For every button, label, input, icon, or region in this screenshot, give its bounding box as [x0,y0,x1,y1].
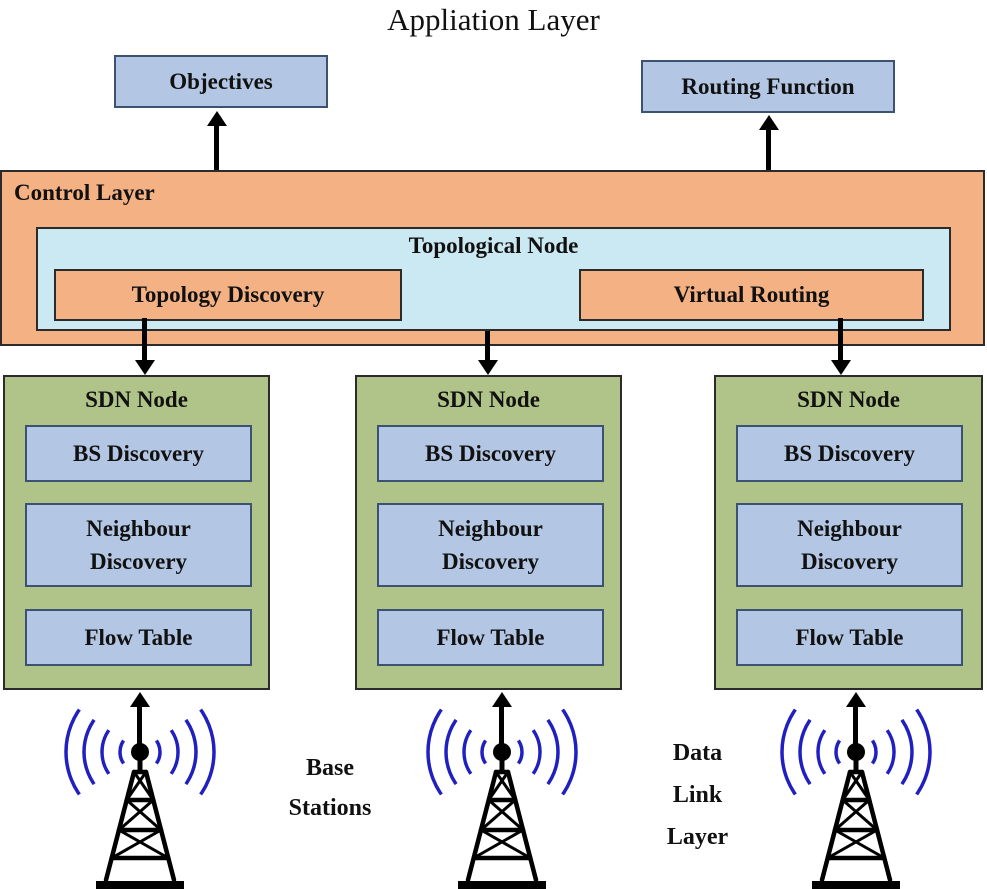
topology-discovery-label: Topology Discovery [131,282,325,307]
sdn-node-2-bs-discovery: BS Discovery [377,425,604,482]
control-layer-label: Control Layer [14,180,155,205]
neighbour-discovery-line1: Neighbour [438,515,543,541]
base-station-antenna-icon [776,700,936,889]
topological-node-label: Topological Node [408,233,579,258]
flow-table-label: Flow Table [436,624,545,650]
control-layer-box: Control Layer Topological Node Topology … [0,170,985,346]
sdn-node-2-label: SDN Node [437,387,540,412]
arrow-antenna-2-to-sdn-2 [499,707,504,753]
virtual-routing-label: Virtual Routing [673,282,830,307]
arrow-control-to-sdn-3 [838,318,843,360]
data-link-line2: Link [672,782,723,808]
data-link-line3: Layer [666,824,729,850]
sdn-node-3: SDN Node BS Discovery Neighbour Discover… [714,375,983,690]
sdn-node-1-neighbour-discovery: Neighbour Discovery [25,503,252,587]
arrow-antenna-3-to-sdn-3 [853,707,858,753]
neighbour-discovery-line1: Neighbour [797,515,902,541]
topology-discovery-box: Topology Discovery [54,269,402,321]
sdn-node-3-flow-table: Flow Table [736,609,963,666]
base-stations-annotation: Base Stations [270,748,390,828]
flow-table-label: Flow Table [84,624,193,650]
bs-discovery-label: BS Discovery [73,440,204,466]
objectives-box: Objectives [114,55,328,108]
flow-table-label: Flow Table [795,624,904,650]
sdn-node-3-neighbour-discovery: Neighbour Discovery [736,503,963,587]
objectives-label: Objectives [169,68,273,94]
arrow-control-to-objectives [214,126,219,170]
data-link-line1: Data [672,740,723,766]
bs-discovery-label: BS Discovery [784,440,915,466]
neighbour-discovery-line2: Discovery [89,549,188,574]
base-station-antenna-icon [422,700,582,889]
sdn-node-2-neighbour-discovery: Neighbour Discovery [377,503,604,587]
arrow-antenna-1-to-sdn-1 [137,707,142,753]
base-stations-line1: Base [306,755,354,781]
arrow-control-to-routing-function [766,130,771,170]
sdn-node-2: SDN Node BS Discovery Neighbour Discover… [355,375,622,690]
routing-function-label: Routing Function [681,73,855,99]
arrow-control-to-sdn-2 [485,331,490,360]
base-stations-line2: Stations [288,795,372,821]
routing-function-box: Routing Function [641,60,895,113]
sdn-node-1-bs-discovery: BS Discovery [25,425,252,482]
diagram-title: Appliation Layer [387,2,600,37]
data-link-layer-annotation: Data Link Layer [640,732,755,858]
arrow-control-to-sdn-1 [142,318,147,360]
neighbour-discovery-line2: Discovery [441,549,540,574]
base-station-antenna-icon [60,700,220,889]
sdn-node-1: SDN Node BS Discovery Neighbour Discover… [3,375,270,690]
neighbour-discovery-line1: Neighbour [86,515,191,541]
neighbour-discovery-line2: Discovery [800,549,899,574]
virtual-routing-box: Virtual Routing [579,269,924,321]
sdn-node-2-flow-table: Flow Table [377,609,604,666]
sdn-node-3-bs-discovery: BS Discovery [736,425,963,482]
sdn-node-1-flow-table: Flow Table [25,609,252,666]
sdn-node-1-label: SDN Node [85,387,188,412]
bs-discovery-label: BS Discovery [425,440,556,466]
sdn-node-3-label: SDN Node [797,387,900,412]
topological-node-box: Topological Node Topology Discovery Virt… [36,227,951,331]
